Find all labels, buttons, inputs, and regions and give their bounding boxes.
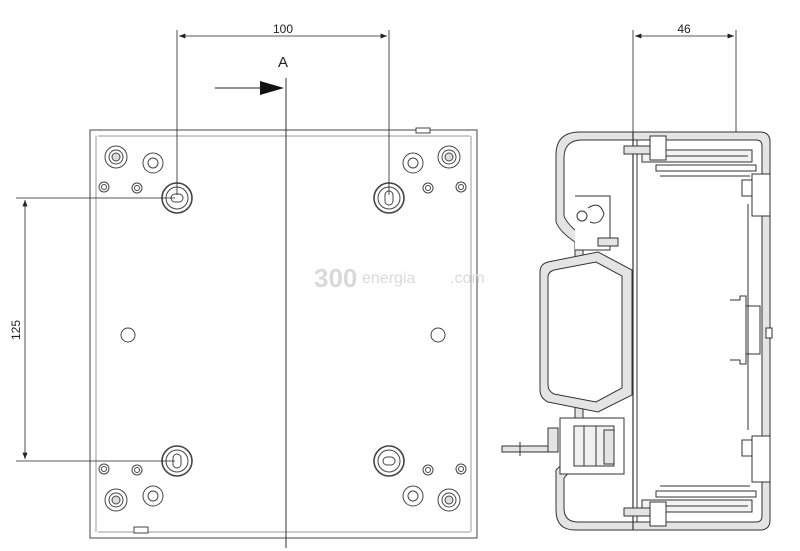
dimension-side-depth-label: 46 (677, 22, 691, 36)
screw-boss-bottom-right (373, 445, 467, 512)
top-rail (623, 135, 757, 177)
back-plate-outline (89, 129, 478, 539)
front-view (89, 127, 478, 539)
hinge-upper (575, 195, 619, 251)
watermark-word: energia (362, 270, 415, 287)
screw-boss-top-left (98, 145, 193, 214)
latch-bottom (501, 417, 625, 475)
dimension-left-height (16, 197, 175, 462)
watermark-suffix: .com (450, 270, 485, 287)
section-label: A (278, 54, 288, 71)
din-rail (730, 295, 773, 365)
dimension-left-height-label: 125 (9, 320, 23, 340)
dimension-side-depth (632, 30, 737, 132)
mounting-hole-right (430, 327, 446, 343)
section-arrow: A (215, 54, 288, 95)
mounting-hole-left (120, 327, 136, 343)
dimension-top-width (176, 30, 390, 195)
side-section-view (501, 131, 773, 531)
dimension-top-width-label: 100 (273, 22, 293, 36)
watermark-number: 300 (314, 263, 357, 293)
bottom-rail (623, 485, 757, 527)
watermark: 300 energia .com (314, 263, 485, 293)
